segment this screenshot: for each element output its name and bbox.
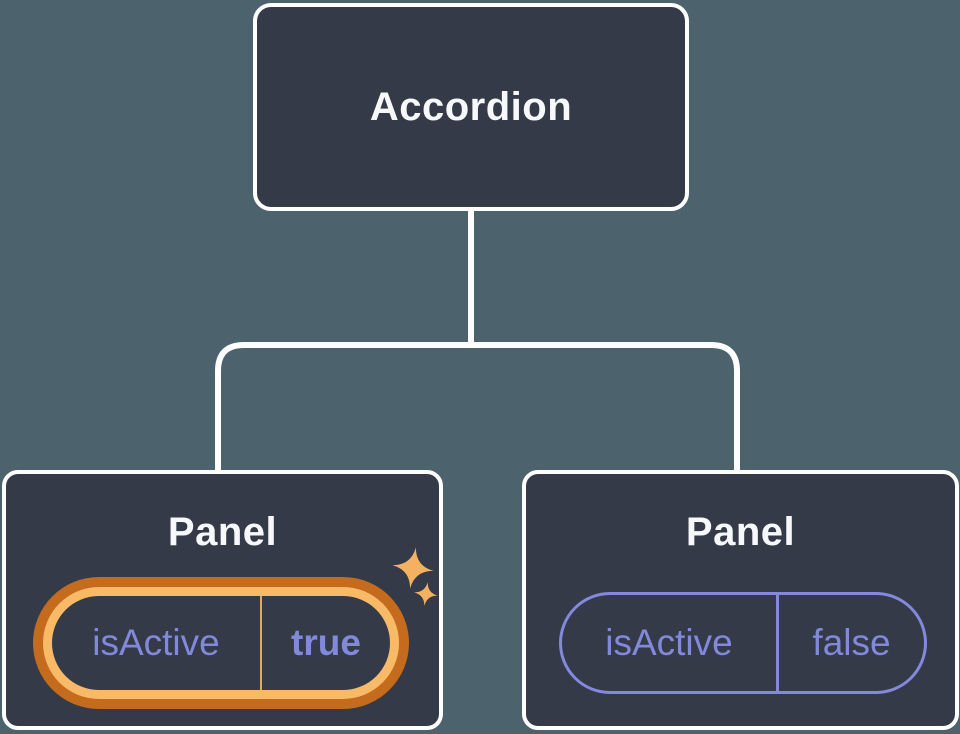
state-pill-body: isActive true xyxy=(52,596,390,690)
panel-node-inactive: Panel isActive false xyxy=(522,470,959,730)
prop-name: isActive xyxy=(605,622,733,663)
accordion-node: Accordion xyxy=(253,3,689,211)
accordion-node-label: Accordion xyxy=(369,84,573,129)
state-pill-active: isActive true xyxy=(33,577,409,709)
panel-title: Panel xyxy=(685,510,796,554)
prop-value: true xyxy=(291,622,361,663)
prop-name: isActive xyxy=(92,622,220,663)
panel-title: Panel xyxy=(167,510,278,554)
pill-divider xyxy=(260,596,262,690)
sparkle-icon xyxy=(389,544,436,591)
pill-divider xyxy=(776,595,779,691)
panel-node-active: Panel isActive true xyxy=(2,470,443,730)
state-pill-inactive: isActive false xyxy=(559,592,927,694)
prop-value: false xyxy=(812,622,891,663)
state-pill-inner-ring: isActive true xyxy=(43,587,399,699)
branch-line xyxy=(215,342,740,472)
sparkle-icon xyxy=(412,580,439,607)
